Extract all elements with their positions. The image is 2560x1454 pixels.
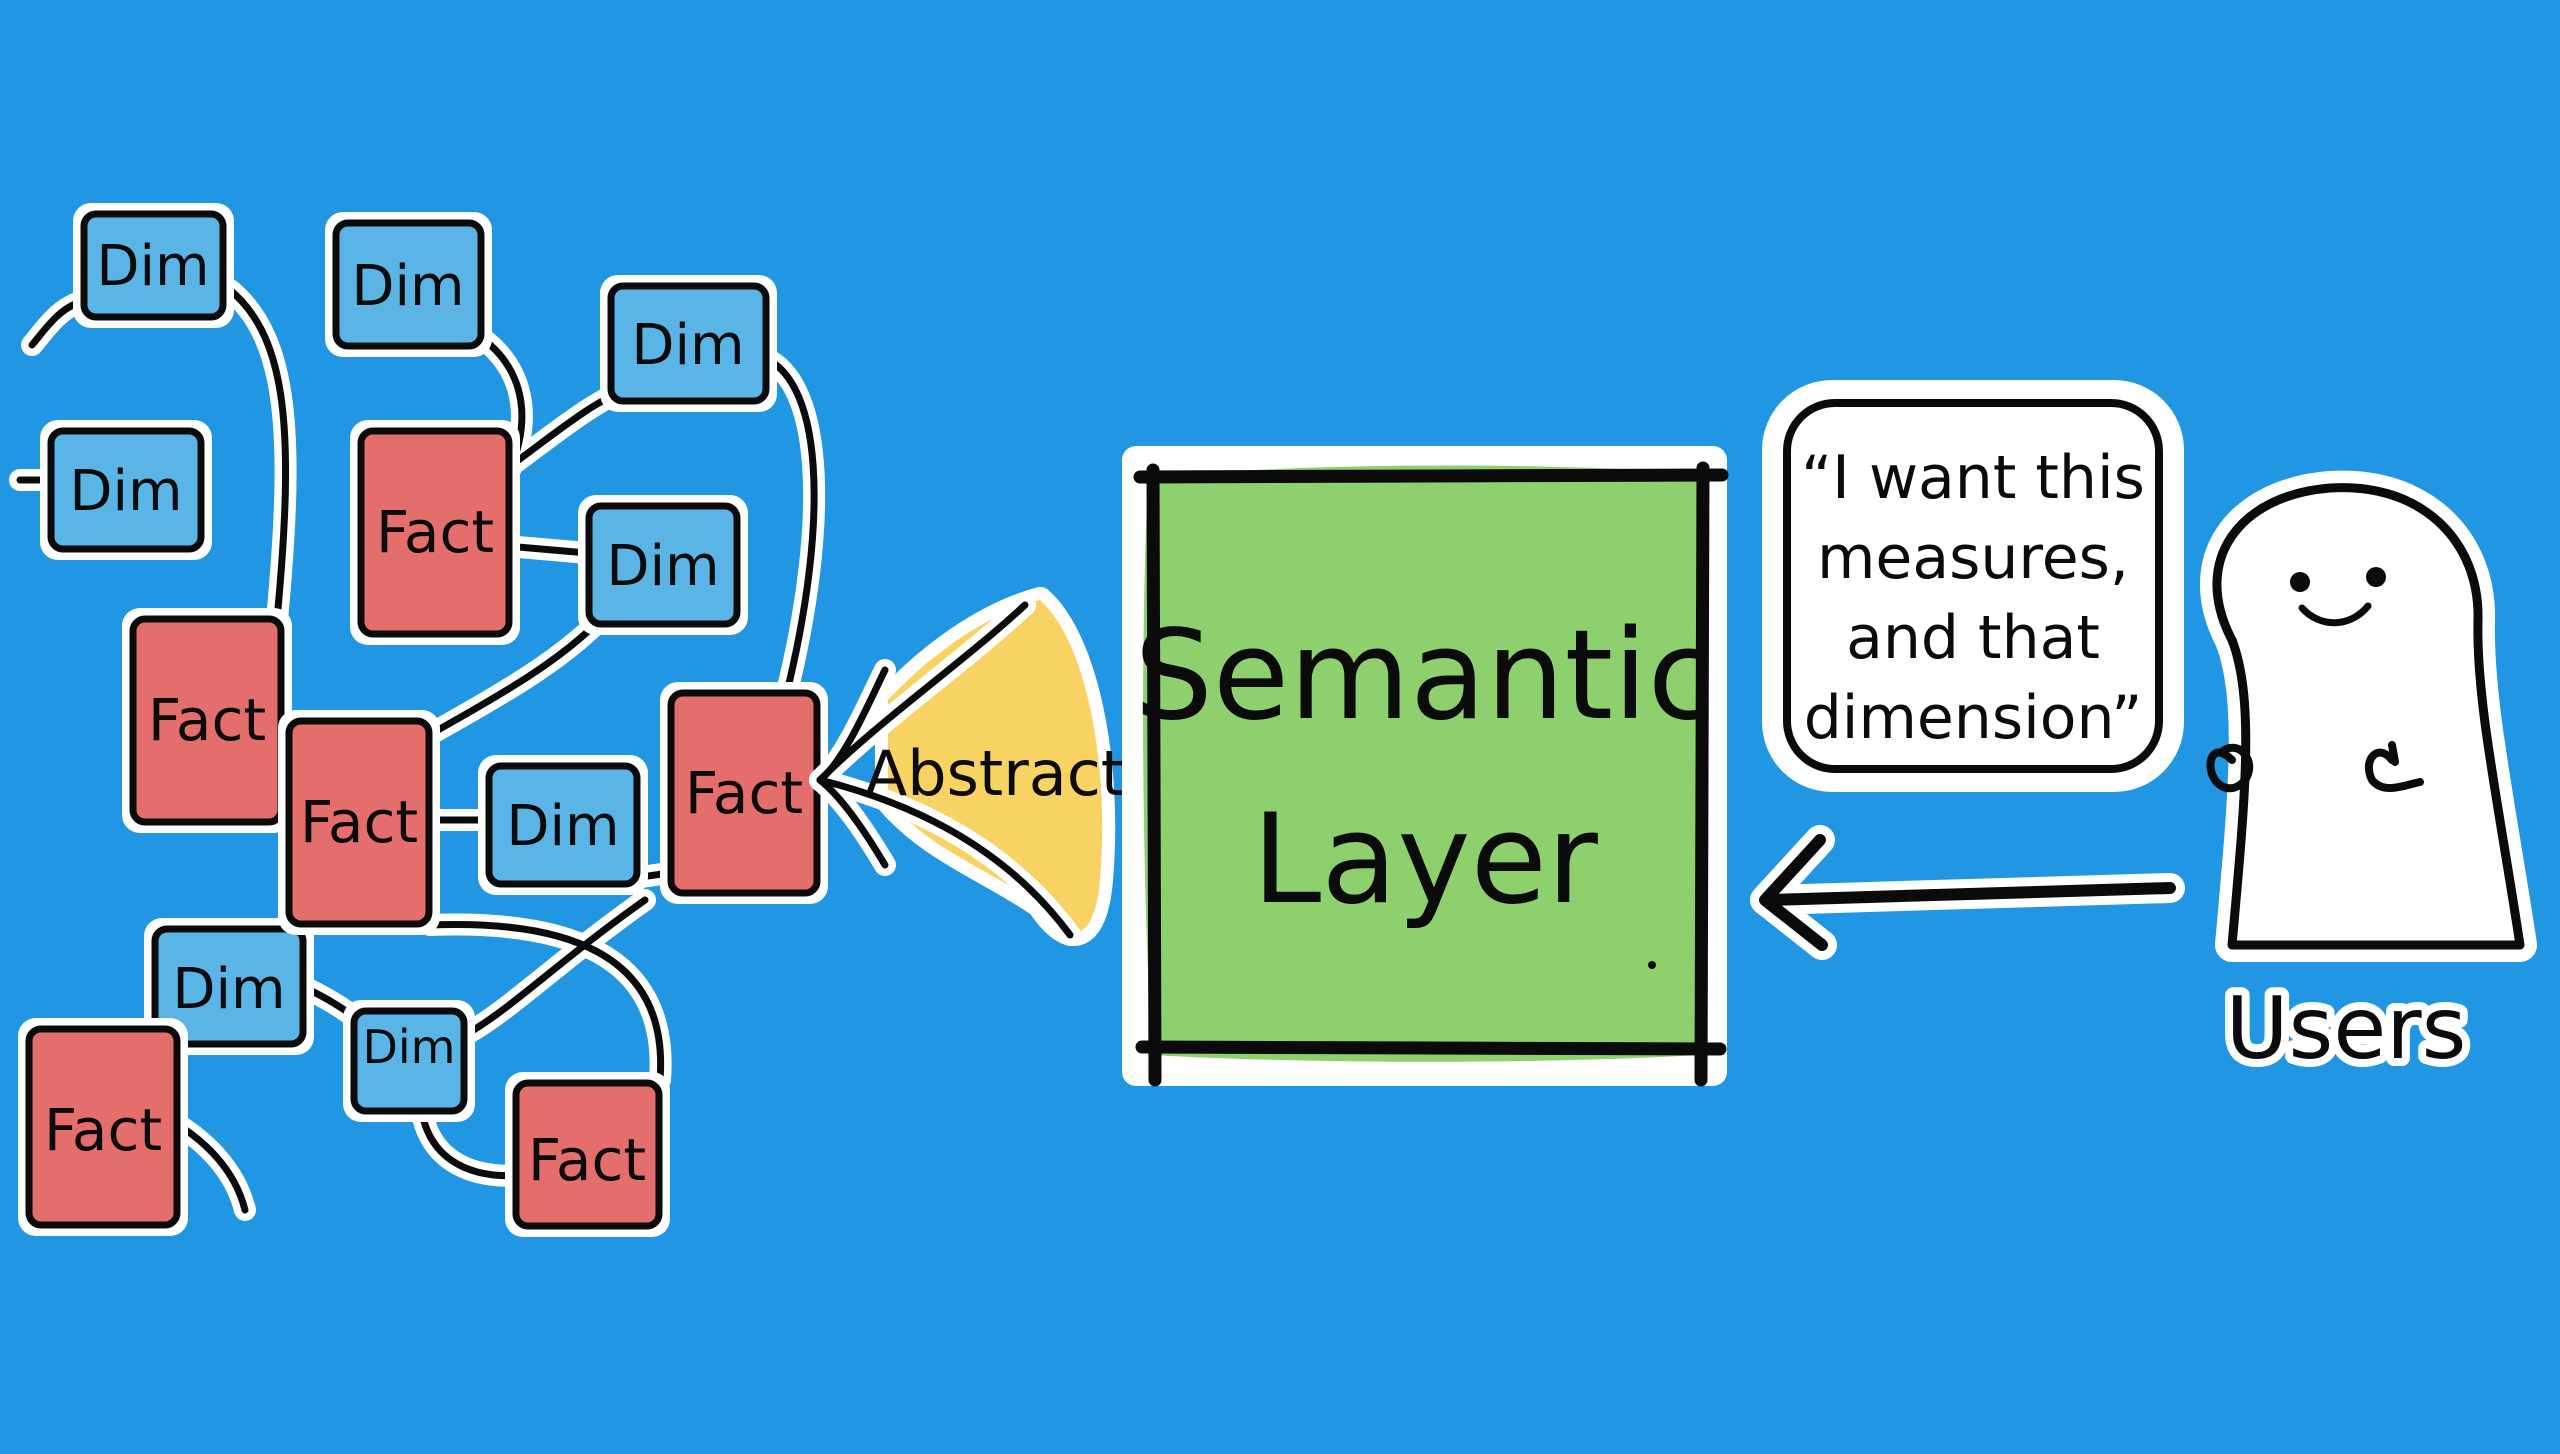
dim-label: Dim xyxy=(606,534,719,599)
speech-line-1: “I want this xyxy=(1801,443,2145,513)
semantic-layer-frame xyxy=(1133,461,1729,1087)
dim-node: Dim xyxy=(325,212,492,357)
dim-label: Dim xyxy=(69,459,182,524)
semantic-layer-title-line2: Layer xyxy=(1252,788,1598,932)
funnel-lines xyxy=(809,594,1081,946)
users-label-text: Users xyxy=(2226,979,2467,1079)
svg-text:Users: Users xyxy=(2226,979,2467,1079)
user-avatar-icon xyxy=(2199,470,2537,962)
user-eye-left xyxy=(2290,572,2310,592)
fact-node: Fact xyxy=(122,608,292,833)
dim-label: Dim xyxy=(631,313,744,378)
dim-node: Dim xyxy=(73,203,234,328)
abstract-label: Abstract xyxy=(865,737,1125,810)
arrow-left-icon xyxy=(1750,825,2185,960)
dim-label: Dim xyxy=(351,254,464,319)
user-hand-left xyxy=(2206,743,2254,793)
fact-label: Fact xyxy=(300,788,418,856)
dim-label: Dim xyxy=(172,957,285,1022)
dim-node: Dim xyxy=(478,755,648,895)
user-hand-right xyxy=(2364,741,2424,793)
dim-label: Dim xyxy=(362,1020,455,1074)
fact-label: Fact xyxy=(44,1096,162,1164)
dim-label: Dim xyxy=(506,794,619,859)
user-smile xyxy=(2298,602,2372,627)
speech-line-4: dimension” xyxy=(1804,683,2143,753)
speech-bubble: “I want this measures, and that dimensio… xyxy=(1762,380,2184,792)
dim-node: Dim xyxy=(40,420,212,560)
fact-node: Fact xyxy=(505,1072,670,1237)
fact-label: Fact xyxy=(685,759,803,827)
dim-node: Dim xyxy=(600,275,777,412)
fact-label: Fact xyxy=(376,498,494,566)
fact-node: Fact xyxy=(278,710,440,935)
semantic-layer-box: Semantic Layer xyxy=(1122,446,1729,1087)
schema-nodes: Dim Dim Dim Dim Dim Dim xyxy=(18,203,828,1237)
fact-node: Fact xyxy=(350,420,520,645)
speech-line-3: and that xyxy=(1846,603,2100,673)
fact-label: Fact xyxy=(148,686,266,754)
speech-line-2: measures, xyxy=(1817,523,2129,593)
users-label: Users Users xyxy=(2218,971,2475,1087)
fact-label: Fact xyxy=(528,1126,646,1194)
dim-node: Dim xyxy=(343,1000,475,1122)
fact-node: Fact xyxy=(660,682,828,904)
dim-label: Dim xyxy=(96,234,209,299)
user-eye-right xyxy=(2366,567,2386,587)
dim-node: Dim xyxy=(578,495,748,635)
dim-node: Dim xyxy=(144,918,314,1055)
abstract-funnel: Abstract xyxy=(809,587,1125,946)
fact-node: Fact xyxy=(18,1018,188,1236)
semantic-layer-title-line1: Semantic xyxy=(1134,604,1716,748)
